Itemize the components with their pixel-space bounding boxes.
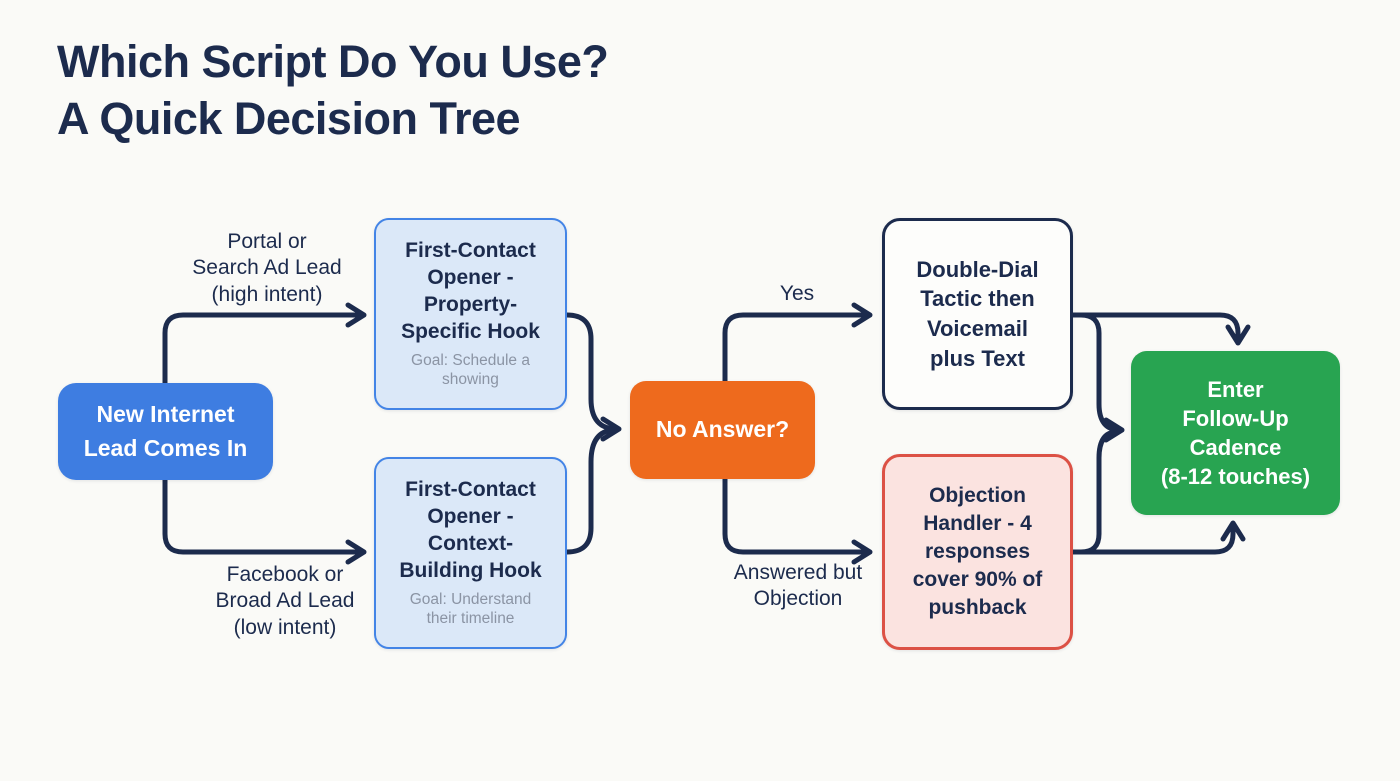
edge-start-to-context: [162, 477, 367, 565]
edge-objection-to-followup-bottom: [1070, 520, 1246, 555]
edge-label-answered-but-objection: Answered but Objection: [733, 561, 863, 611]
node-first-contact-context-hook-label: First-Contact Opener - Context- Building…: [399, 478, 542, 582]
edge-label-yes: Yes: [779, 282, 815, 305]
node-double-dial-tactic-label: Double-Dial Tactic then Voicemail plus T…: [916, 256, 1039, 371]
edge-label-high-intent: Portal or Search Ad Lead (high intent): [192, 230, 342, 306]
edge-doubledial-to-followup-top: [1070, 312, 1251, 346]
node-follow-up-cadence: Enter Follow-Up Cadence (8-12 touches): [1131, 351, 1340, 515]
node-new-internet-lead: New Internet Lead Comes In: [58, 383, 273, 480]
edge-start-to-property: [162, 302, 367, 386]
node-objection-handler-label: Objection Handler - 4 responses cover 90…: [912, 484, 1043, 619]
node-objection-handler: Objection Handler - 4 responses cover 90…: [882, 454, 1073, 650]
node-first-contact-context-hook-goal: Goal: Understand their timeline: [409, 590, 532, 628]
node-no-answer-label: No Answer?: [655, 416, 790, 443]
node-follow-up-cadence-label: Enter Follow-Up Cadence (8-12 touches): [1160, 376, 1311, 490]
node-first-contact-property-hook-goal: Goal: Schedule a showing: [411, 351, 530, 389]
edge-context-to-noanswer: [564, 427, 617, 555]
edge-objection-to-followup-left: [1078, 429, 1120, 555]
page-title: Which Script Do You Use? A Quick Decisio…: [57, 36, 609, 144]
edge-noanswer-to-objection: [722, 476, 873, 565]
node-first-contact-context-hook: First-Contact Opener - Context- Building…: [374, 457, 567, 649]
node-first-contact-property-hook: First-Contact Opener - Property- Specifi…: [374, 218, 567, 410]
edge-doubledial-to-followup-left: [1078, 312, 1125, 443]
edge-property-to-noanswer: [564, 312, 622, 442]
edge-noanswer-to-doubledial: [722, 302, 873, 384]
node-new-internet-lead-label: New Internet Lead Comes In: [83, 401, 248, 461]
node-double-dial-tactic: Double-Dial Tactic then Voicemail plus T…: [882, 218, 1073, 410]
edge-label-low-intent: Facebook or Broad Ad Lead (low intent): [215, 563, 355, 639]
node-first-contact-property-hook-label: First-Contact Opener - Property- Specifi…: [401, 239, 540, 343]
node-no-answer: No Answer?: [630, 381, 815, 479]
